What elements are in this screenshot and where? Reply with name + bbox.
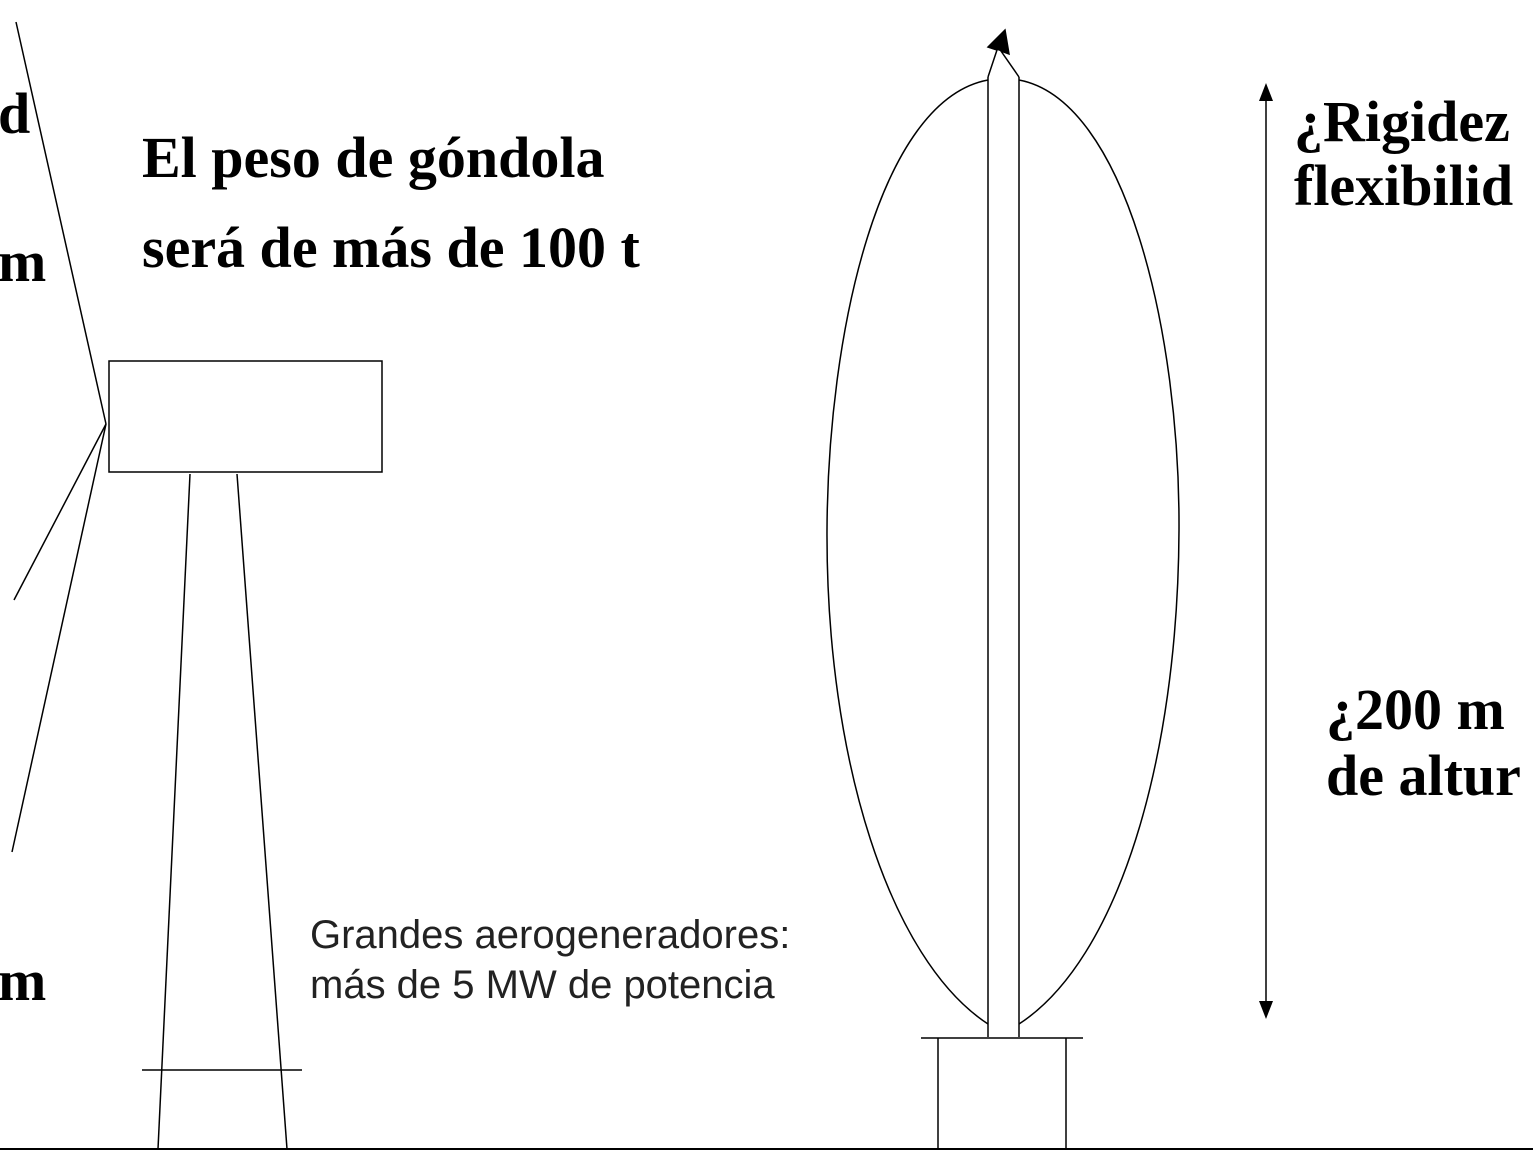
height-arrow-bottom-head [1259,1001,1273,1019]
height-question-line1: ¿200 m [1326,677,1505,742]
rigidity-question-line2: flexibilid [1294,153,1514,218]
turbine-tower-right-edge [236,473,288,1150]
turbine-blade-left [13,423,107,601]
left-cut-label-1: d [0,81,31,146]
height-arrow-top-head [1259,83,1273,101]
large-turbines-caption-line2: más de 5 MW de potencia [310,963,775,1007]
height-question-line2: de altur [1326,743,1521,808]
shaft-tip-arrowhead [988,30,1009,54]
left-cut-label-2: m [0,229,47,294]
turbine-blade-upper [15,21,107,425]
rigidity-question-line1: ¿Rigidez [1294,89,1510,154]
nacelle-weight-line2: será de más de 100 t [142,215,640,280]
darrieus-blade-left [826,79,989,1025]
left-cut-label-3: m [0,948,47,1013]
nacelle-weight-line1: El peso de góndola [142,125,605,190]
turbine-nacelle [108,360,383,473]
large-turbines-caption-line1: Grandes aerogeneradores: [310,913,791,957]
turbine-tower-left-edge [157,473,191,1150]
darrieus-blade-right [1018,79,1180,1025]
vertical-axis-turbine [826,28,1180,1149]
horizontal-axis-turbine [11,21,383,1150]
turbine-blade-lower [11,423,107,853]
